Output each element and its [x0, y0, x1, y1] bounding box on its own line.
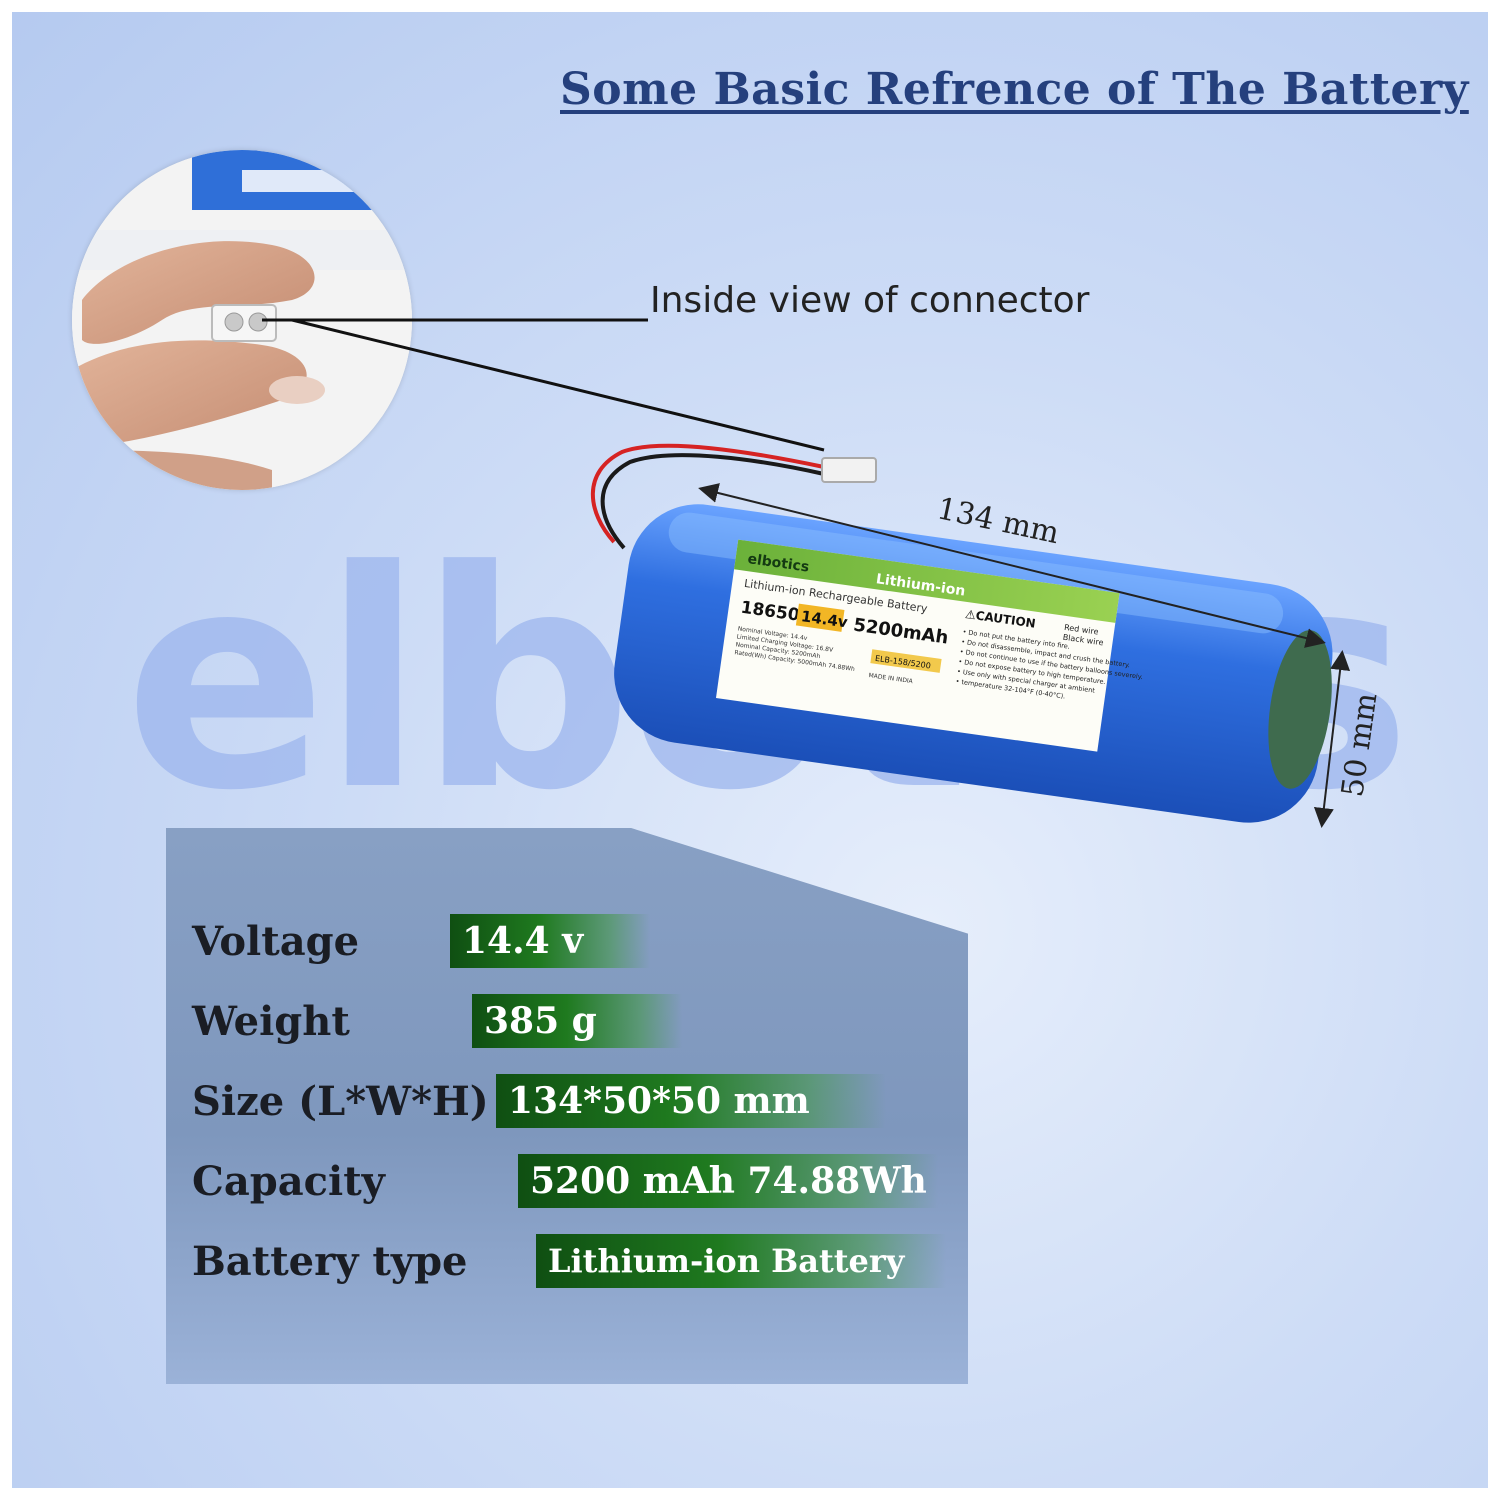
page-title: Some Basic Refrence of The Battery [560, 64, 1469, 115]
spec-value: 5200 mAh 74.88Wh [518, 1154, 938, 1208]
width-dimension-label: 50 mm [1335, 691, 1384, 799]
spec-panel: Voltage 14.4 v Weight 385 g Size (L*W*H)… [166, 828, 968, 1384]
spec-value: 134*50*50 mm [496, 1074, 886, 1128]
length-dimension-arrow [698, 483, 1326, 648]
product-infographic: elbotics Some Basic Refrence of The Batt… [12, 12, 1488, 1488]
spec-value: 14.4 v [450, 914, 650, 968]
spec-label: Weight [192, 998, 350, 1045]
spec-label: Capacity [192, 1158, 385, 1205]
battery-connector [821, 457, 877, 483]
spec-value: 385 g [472, 994, 682, 1048]
red-wire [590, 443, 825, 544]
spec-label: Voltage [192, 918, 360, 965]
spec-row-capacity: Capacity 5200 mAh 74.88Wh [166, 1154, 968, 1214]
battery-illustration: elbotics Lithium-ion Lithium-ion Recharg… [262, 318, 1384, 828]
width-dimension-arrow [1313, 650, 1351, 828]
battery-body: elbotics Lithium-ion Lithium-ion Recharg… [614, 504, 1333, 823]
spec-label: Battery type [192, 1238, 468, 1285]
spec-row-size: Size (L*W*H) 134*50*50 mm [166, 1074, 968, 1134]
black-wire [600, 453, 825, 550]
spec-label: Size (L*W*H) [192, 1078, 489, 1125]
spec-row-voltage: Voltage 14.4 v [166, 914, 968, 974]
spec-value: Lithium-ion Battery [536, 1234, 946, 1288]
spec-row-weight: Weight 385 g [166, 994, 968, 1054]
callout-line-lower [291, 318, 825, 452]
spec-row-battery-type: Battery type Lithium-ion Battery [166, 1234, 968, 1294]
connector-callout-label: Inside view of connector [650, 280, 1090, 321]
